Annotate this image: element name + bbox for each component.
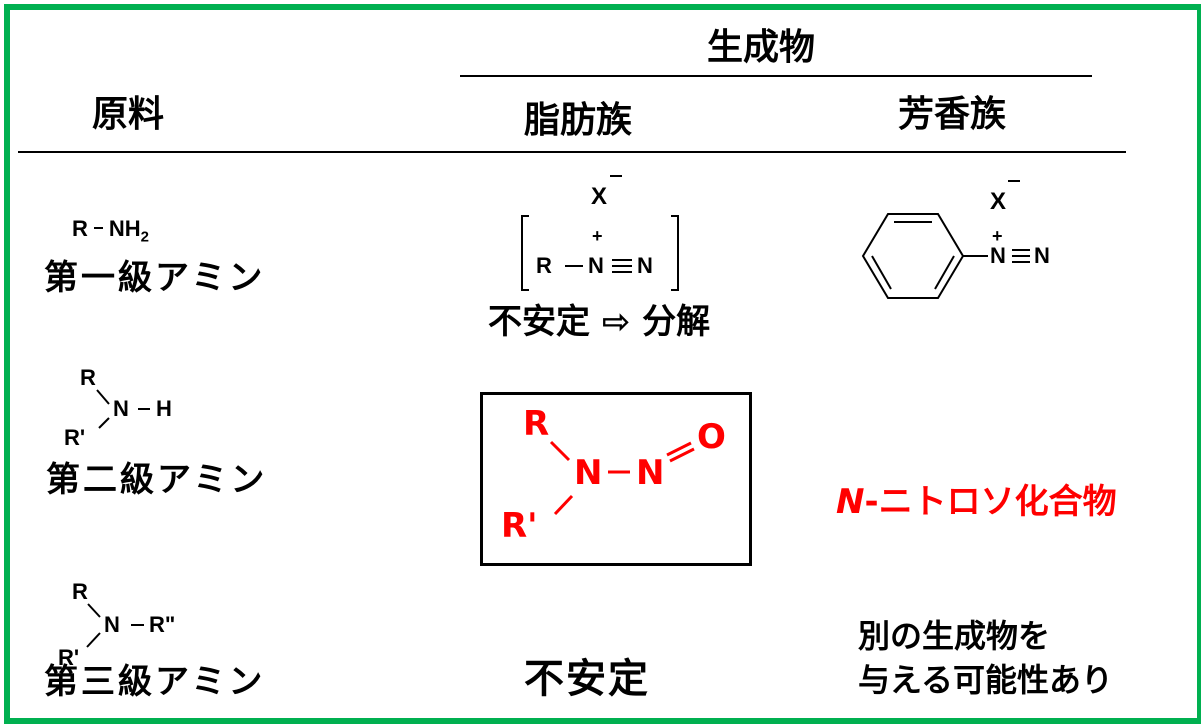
sec-r2-n-bond (98, 417, 110, 429)
aliphatic-unstable-decomposition: 不安定 ⇨ 分解 (488, 302, 711, 342)
header-product-divider (460, 75, 1092, 77)
nitroso-r2-n-bond (553, 494, 574, 516)
primary-amine-formula: R NH2 (72, 216, 150, 246)
ter-r-label: R (72, 579, 88, 604)
benzene-inner-2 (934, 255, 955, 290)
benzene-inner-3 (871, 255, 892, 290)
secondary-amine-label: 第二級アミン (46, 460, 268, 500)
diazonium-n2-label: N (637, 253, 653, 278)
header-product-title: 生成物 (707, 27, 816, 68)
header-aromatic: 芳香族 (898, 94, 1007, 135)
header-divider (18, 151, 1126, 153)
primary-amine-label: 第一級アミン (44, 258, 266, 298)
header-raw-material: 原料 (92, 94, 165, 135)
nitroso-rp-label: R' (501, 506, 538, 546)
nitroso-n2-label: N (636, 453, 665, 493)
tertiary-aromatic-line2: 与える可能性あり (858, 661, 1114, 699)
nitroso-r-label: R (523, 404, 550, 444)
diazonium-plus-sign: + (592, 226, 603, 246)
right-bracket (671, 215, 679, 291)
nitroso-r-n-bond (549, 440, 571, 462)
green-frame (4, 4, 1201, 724)
n-nitroso-italic-n: N (836, 482, 865, 522)
diazonium-r-label: R (536, 253, 552, 278)
diazonium-x-label: X (591, 183, 608, 210)
n-nitroso-compound-label: N-ニトロソ化合物 (836, 485, 1117, 519)
header-aliphatic: 脂肪族 (524, 100, 633, 141)
ter-r-n-bond (87, 603, 101, 618)
ter-n-label: N (104, 612, 120, 637)
nitroso-n1-label: N (574, 453, 603, 493)
benzene-ring (861, 213, 965, 299)
tertiary-aromatic-line1: 別の生成物を (858, 617, 1051, 655)
diazonium-n1-label: N (588, 253, 604, 278)
sec-r-n-bond (96, 389, 110, 405)
ar-x-label: X (990, 188, 1007, 215)
ar-n1-label: N (990, 243, 1006, 268)
sec-h-label: H (156, 396, 172, 421)
primary-r-label: R (72, 216, 88, 241)
ter-r2-n-bond (86, 632, 101, 648)
sec-n-label: N (113, 396, 129, 421)
sec-rp-label: R' (64, 425, 86, 450)
primary-nh-subscript: 2 (140, 228, 150, 246)
ar-n2-label: N (1034, 243, 1050, 268)
nitroso-n-o-bond-1 (666, 441, 692, 457)
tertiary-amine-label: 第三級アミン (44, 662, 266, 702)
ter-rpp-label: R" (149, 612, 176, 637)
tertiary-aliphatic-unstable: 不安定 (524, 656, 650, 702)
ar-plus-sign: + (992, 226, 1003, 246)
nitroso-o-label: O (697, 417, 726, 457)
left-bracket (521, 215, 529, 291)
nitroso-structure-box (480, 392, 752, 566)
n-nitroso-label-text: -ニトロソ化合物 (864, 482, 1117, 522)
sec-r-label: R (80, 365, 96, 390)
ter-rp-label: R' (58, 645, 80, 670)
nitroso-n-o-bond-2 (669, 447, 695, 463)
primary-nh-label: NH (108, 216, 141, 241)
